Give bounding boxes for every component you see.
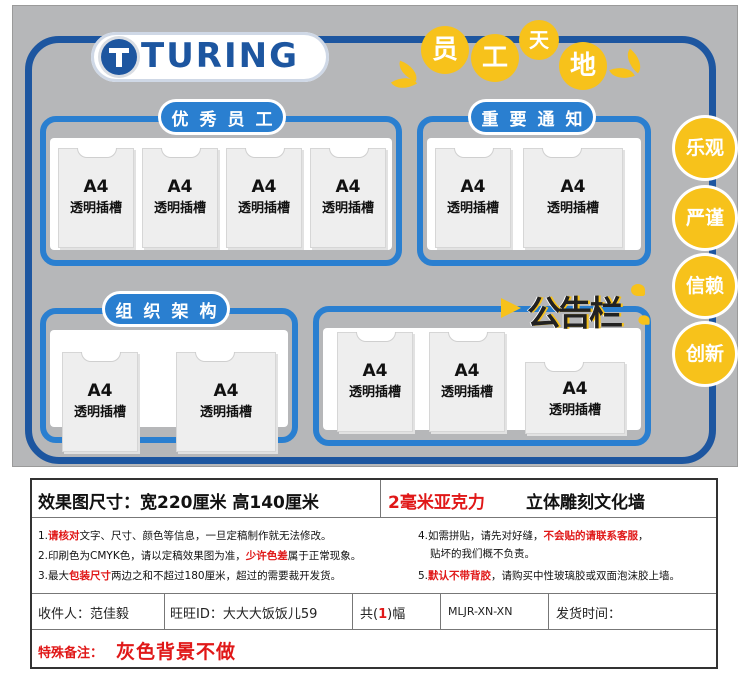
- divider: [380, 480, 381, 517]
- note-4: 4.如需拼贴，请先对好缝，不会贴的请联系客服，: [418, 530, 649, 542]
- label-char: 通: [537, 109, 555, 130]
- label-org-structure: 组织架构: [105, 294, 227, 324]
- turing-logo: TURING: [91, 32, 329, 82]
- divider: [440, 594, 441, 629]
- label-char: 织: [143, 301, 161, 322]
- turing-logo-icon: [101, 39, 137, 75]
- bulletin-title-text: 公告栏: [527, 294, 623, 334]
- shipping-row: 收件人：范佳毅 旺旺ID：大大大饭饭儿59 共(1)幅 MLJR-XN-XN 发…: [32, 594, 716, 630]
- label-char: 员: [227, 109, 245, 130]
- bulletin-title: 公告栏: [501, 278, 651, 340]
- label-char: 工: [255, 109, 273, 130]
- label-char: 要: [509, 109, 527, 130]
- label-char: 构: [199, 301, 217, 322]
- note-1: 1.请核对文字、尺寸、颜色等信息，一旦定稿制作就无法修改。: [38, 530, 332, 542]
- note-3: 3.最大包装尺寸两边之和不超过180厘米，超过的需要裁开发货。: [38, 570, 342, 582]
- note-5: 5.默认不带背胶，请购买中性玻璃胶或双面泡沫胶上墙。: [418, 570, 681, 582]
- ship-time: 发货时间：: [556, 607, 622, 622]
- order-info-table: 效果图尺寸：宽220厘米 高140厘米 2毫米亚克力 立体雕刻文化墙 1.请核对…: [30, 478, 718, 669]
- size-row: 效果图尺寸：宽220厘米 高140厘米 2毫米亚克力 立体雕刻文化墙: [32, 480, 716, 518]
- note-4-cont: 贴坏的我们概不负责。: [430, 548, 535, 560]
- title-char-4: 地: [559, 42, 607, 90]
- size-label: 效果图尺寸：宽220厘米 高140厘米: [38, 493, 319, 513]
- label-char: 重: [481, 109, 499, 130]
- notes-row: 1.请核对文字、尺寸、颜色等信息，一旦定稿制作就无法修改。 2.印刷色为CMYK…: [32, 518, 716, 594]
- value-circle-2: 严谨: [675, 188, 735, 248]
- quantity: 共(1)幅: [360, 607, 406, 622]
- remark-row: 特殊备注： 灰色背景不做: [32, 630, 716, 668]
- wangwang-id: 旺旺ID：大大大饭饭儿59: [170, 607, 318, 622]
- value-circle-3: 信赖: [675, 256, 735, 316]
- note-2: 2.印刷色为CMYK色，请以定稿效果图为准，少许色差属于正常现象。: [38, 550, 362, 562]
- label-char: 组: [115, 301, 133, 322]
- product-code: MLJR-XN-XN: [448, 605, 513, 618]
- material-red: 2毫米亚克力: [388, 493, 485, 513]
- recipient: 收件人：范佳毅: [38, 607, 130, 622]
- label-char: 知: [565, 109, 583, 130]
- label-char: 秀: [199, 109, 217, 130]
- divider: [548, 594, 549, 629]
- material-text: 立体雕刻文化墙: [526, 493, 645, 513]
- logo-text: TURING: [141, 36, 299, 76]
- value-circle-1: 乐观: [675, 118, 735, 178]
- butterfly-icon: [638, 315, 650, 325]
- value-circle-4: 创新: [675, 324, 735, 384]
- title-char-3: 天: [519, 20, 559, 60]
- megaphone-icon: [501, 298, 521, 318]
- label-important-notice: 重要通知: [471, 102, 593, 132]
- label-char: 架: [171, 301, 189, 322]
- remark-label: 特殊备注：: [38, 646, 104, 661]
- divider: [352, 594, 353, 629]
- title-char-1: 员: [421, 26, 469, 74]
- label-char: 优: [171, 109, 189, 130]
- remark-value: 灰色背景不做: [116, 641, 237, 663]
- title-char-2: 工: [471, 34, 519, 82]
- butterfly-icon: [631, 284, 645, 296]
- board-frame: [25, 36, 716, 464]
- label-excellent-staff: 优秀员工: [161, 102, 283, 132]
- divider: [164, 594, 165, 629]
